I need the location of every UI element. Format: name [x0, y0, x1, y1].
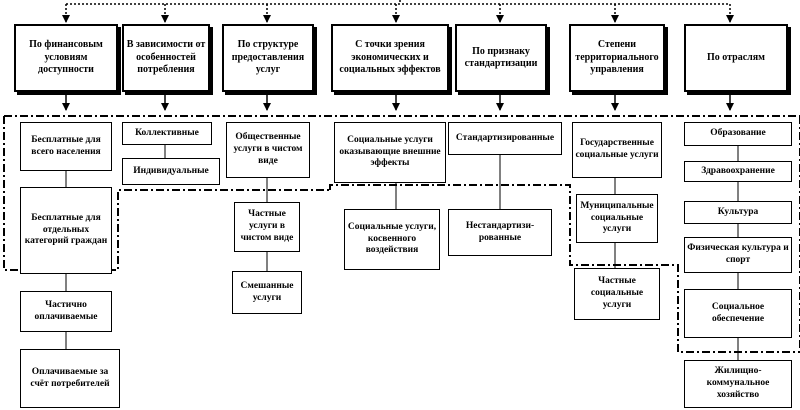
- private-services-box: Частные услуги в чистом виде: [234, 202, 300, 252]
- external-effects-box: Социальные услуги оказывающие внешние эф…: [334, 122, 446, 183]
- header-service-structure: По структуре предоставления услуг: [222, 24, 314, 92]
- social-security-box: Социальное обеспечение: [684, 289, 792, 338]
- header-consumption-features: В зависимости от особенностей потреблени…: [122, 24, 210, 92]
- free-for-categories-box: Бесплатные для отдельных категорий гражд…: [20, 187, 112, 274]
- culture-box: Культура: [684, 201, 792, 224]
- collective-box: Коллективные: [122, 122, 212, 145]
- state-services-box: Государственные социальные услуги: [572, 122, 662, 178]
- indirect-impact-box: Социальные услуги, косвенного воздействи…: [344, 209, 440, 270]
- private-social-services-box: Частные социальные услуги: [574, 268, 660, 320]
- public-services-box: Общественные услуги в чистом виде: [226, 122, 310, 178]
- housing-utilities-box: Жилищно-коммунальное хозяйство: [684, 360, 792, 408]
- free-for-all-box: Бесплатные для всего населения: [20, 122, 112, 171]
- header-standardization: По признаку стандартизации: [455, 24, 547, 92]
- individual-box: Индивидуальные: [122, 158, 220, 185]
- header-financial-conditions: По финансовым условиям доступности: [14, 24, 118, 92]
- education-box: Образование: [684, 122, 792, 146]
- header-economic-social-effects: С точки зрения экономических и социальны…: [331, 24, 449, 92]
- mixed-services-box: Смешанные услуги: [232, 271, 302, 314]
- municipal-services-box: Муниципальные социальные услуги: [576, 194, 658, 243]
- partially-paid-box: Частично оплачиваемые: [20, 291, 112, 332]
- paid-by-consumers-box: Оплачиваемые за счёт потребителей: [20, 349, 120, 408]
- non-standardized-box: Нестандартизи-рованные: [448, 209, 552, 256]
- standardized-box: Стандартизированные: [448, 122, 562, 155]
- header-territorial-management: Степени территориального управления: [569, 24, 665, 92]
- sport-box: Физическая культура и спорт: [684, 237, 792, 273]
- healthcare-box: Здравоохранение: [684, 161, 792, 182]
- header-industries: По отраслям: [684, 24, 788, 92]
